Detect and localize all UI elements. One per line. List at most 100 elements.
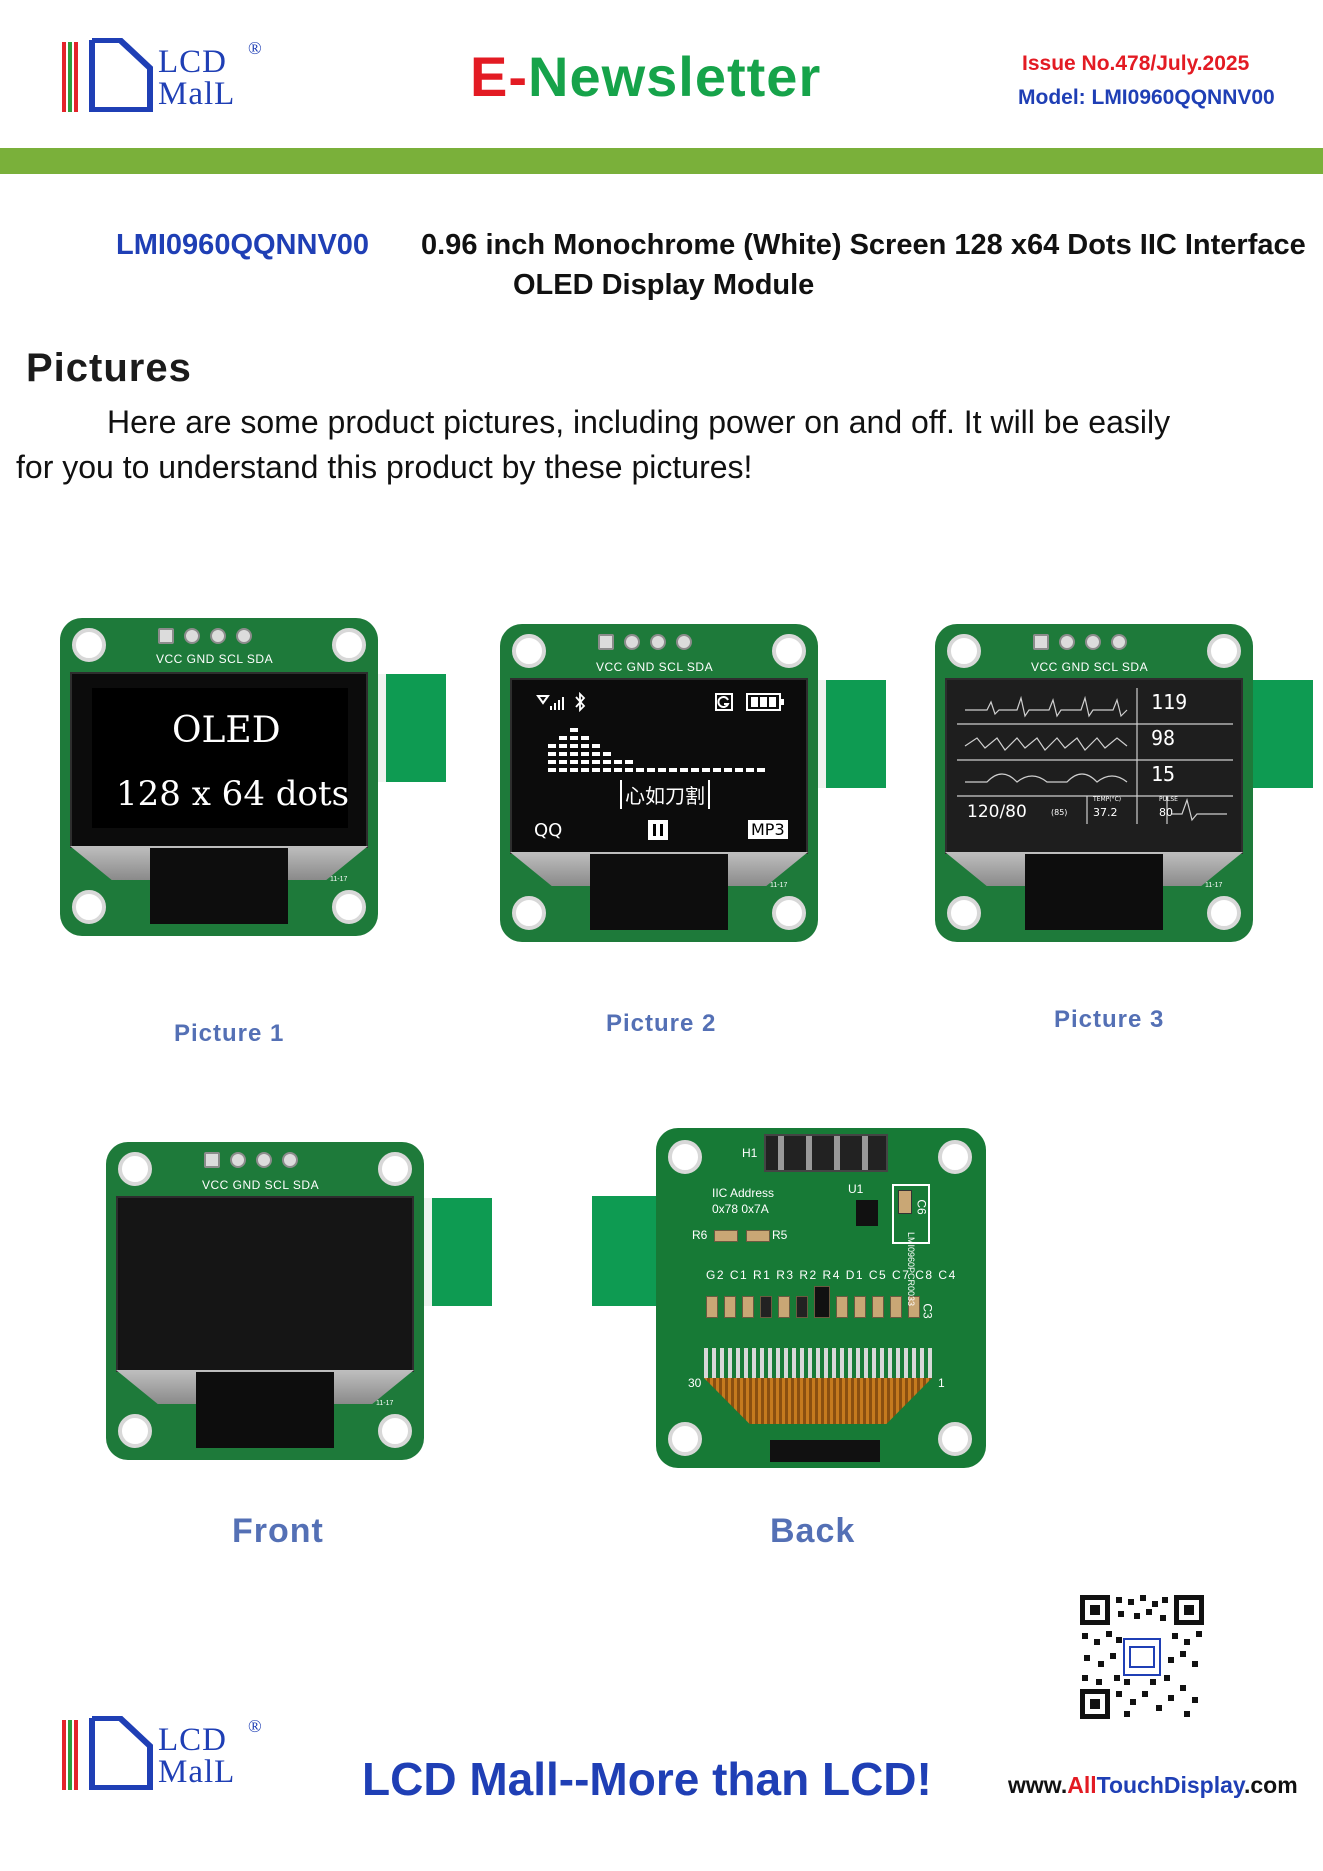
- logo-text-line1: LCD: [158, 1722, 227, 1758]
- pin-header-pads: [1033, 634, 1153, 654]
- logo-registered-mark: ®: [248, 1716, 262, 1736]
- logo-bars-icon: [62, 1720, 80, 1790]
- logo-frame-icon: [89, 1716, 153, 1790]
- newsletter-title: E-Newsletter: [470, 45, 822, 108]
- status-icon: [715, 693, 733, 711]
- section-paragraph-line2: for you to understand this product by th…: [16, 449, 753, 485]
- signal-icon: [536, 695, 564, 710]
- flex-cable: [1025, 854, 1163, 930]
- caption-picture-1: Picture 1: [174, 1020, 285, 1047]
- date-code: 11-17: [1205, 882, 1223, 889]
- screen-text-qq: QQ: [534, 820, 563, 841]
- blood-pressure: 120/80: [967, 802, 1027, 822]
- footer-slogan: LCD Mall--More than LCD!: [362, 1753, 932, 1805]
- flex-cable: [590, 854, 728, 930]
- mount-hole: [668, 1422, 702, 1456]
- section-paragraph-line1: Here are some product pictures, includin…: [107, 404, 1171, 440]
- pause-icon: [648, 820, 668, 840]
- product-description-line2: OLED Display Module: [513, 269, 815, 301]
- mount-hole: [947, 634, 981, 668]
- date-code: 11-17: [770, 882, 788, 889]
- oled-screen: 心如刀割 QQ MP3: [510, 678, 808, 854]
- label-h1: H1: [742, 1146, 758, 1160]
- pin-labels: VCC GND SCL SDA: [156, 652, 274, 666]
- part-number: LMI0960QQNNV00: [116, 229, 370, 261]
- label-r5: R5: [772, 1228, 788, 1242]
- screen-text-dots: 128 x 64 dots: [116, 774, 350, 814]
- mount-hole: [512, 634, 546, 668]
- temp-value: 37.2: [1093, 806, 1118, 819]
- blood-pressure-sub: (85): [1051, 808, 1068, 817]
- flex-cable: [196, 1372, 334, 1448]
- header-divider-bar: [0, 148, 1323, 174]
- screen-text-mp3: MP3: [748, 820, 788, 839]
- vital-value-3: 15: [1151, 762, 1176, 786]
- mount-hole: [332, 628, 366, 662]
- ic-u1: [856, 1200, 878, 1226]
- website-link[interactable]: www.AllTouchDisplay.com: [1008, 1772, 1298, 1798]
- label-r6: R6: [692, 1228, 708, 1242]
- model-number: Model: LMI0960QQNNV00: [1018, 86, 1275, 109]
- label-pin-30: 30: [688, 1376, 702, 1390]
- logo-registered-mark: ®: [248, 38, 262, 58]
- oled-module-picture-3: VCC GND SCL SDA 119 98 15 120/80 (85) TE…: [935, 624, 1315, 944]
- date-code: 11-17: [376, 1400, 394, 1407]
- mount-hole: [118, 1414, 152, 1448]
- label-u1: U1: [848, 1182, 864, 1196]
- label-pin-1: 1: [938, 1376, 945, 1390]
- oled-module-front: VCC GND SCL SDA 11-17: [106, 1142, 492, 1462]
- mount-hole: [772, 634, 806, 668]
- components-row: [706, 1286, 920, 1318]
- label-c3: C3: [920, 1303, 935, 1319]
- footer-logo: LCD MalL ®: [62, 1712, 272, 1802]
- caption-picture-2: Picture 2: [606, 1010, 717, 1037]
- pin-header-pads: [158, 628, 278, 648]
- logo-text-line1: LCD: [158, 44, 227, 80]
- pin-header-pads: [598, 634, 718, 654]
- mount-hole: [118, 1152, 152, 1186]
- mount-hole: [72, 628, 106, 662]
- pin-labels: VCC GND SCL SDA: [1031, 660, 1149, 674]
- mount-hole: [1207, 634, 1241, 668]
- label-iic-address: IIC Address: [712, 1186, 775, 1200]
- resistor-r5: [746, 1230, 770, 1242]
- pulse-value: 80: [1159, 806, 1173, 819]
- oled-module-back: H1 U1 C6 IIC Address 0x78 0x7A R6 R5 G2 …: [592, 1128, 992, 1468]
- caption-picture-3: Picture 3: [1054, 1006, 1165, 1033]
- bottom-connector: [770, 1440, 880, 1462]
- protective-film-tab: [386, 674, 446, 782]
- issue-number: Issue No.478/July.2025: [1022, 52, 1250, 75]
- mount-hole: [512, 896, 546, 930]
- caption-front: Front: [232, 1512, 324, 1550]
- oled-module-picture-1: VCC GND SCL SDA OLED 128 x 64 dots 11-17: [60, 618, 446, 938]
- flex-cable: [150, 848, 288, 924]
- mount-hole: [332, 890, 366, 924]
- screen-text-oled: OLED: [172, 710, 281, 751]
- oled-screen-off: [116, 1196, 414, 1372]
- mount-hole: [1207, 896, 1241, 930]
- mount-hole: [772, 896, 806, 930]
- mount-hole: [668, 1140, 702, 1174]
- bluetooth-icon: [575, 692, 586, 712]
- logo-frame-icon: [89, 38, 153, 112]
- mount-hole: [378, 1152, 412, 1186]
- pin-header-pads: [204, 1152, 324, 1172]
- pulse-label: PULSE: [1159, 796, 1178, 803]
- oled-module-picture-2: VCC GND SCL SDA: [500, 624, 886, 944]
- oled-screen: 119 98 15 120/80 (85) TEMP(°C) 37.2 PULS…: [945, 678, 1243, 854]
- vital-value-2: 98: [1151, 726, 1176, 750]
- pin-labels: VCC GND SCL SDA: [596, 660, 714, 674]
- resistor-r6: [714, 1230, 738, 1242]
- mount-hole: [378, 1414, 412, 1448]
- qr-code-icon: [1080, 1595, 1204, 1719]
- fpc-contacts: [704, 1348, 932, 1378]
- mount-hole: [938, 1140, 972, 1174]
- logo-bars-icon: [62, 42, 80, 112]
- mount-hole: [938, 1422, 972, 1456]
- temp-label: TEMP(°C): [1093, 796, 1122, 803]
- protective-film-tab: [592, 1196, 662, 1306]
- caption-back: Back: [770, 1512, 856, 1550]
- protective-film-tab: [1253, 680, 1313, 788]
- pin-labels: VCC GND SCL SDA: [202, 1178, 320, 1192]
- pin-header-connector: [764, 1134, 888, 1172]
